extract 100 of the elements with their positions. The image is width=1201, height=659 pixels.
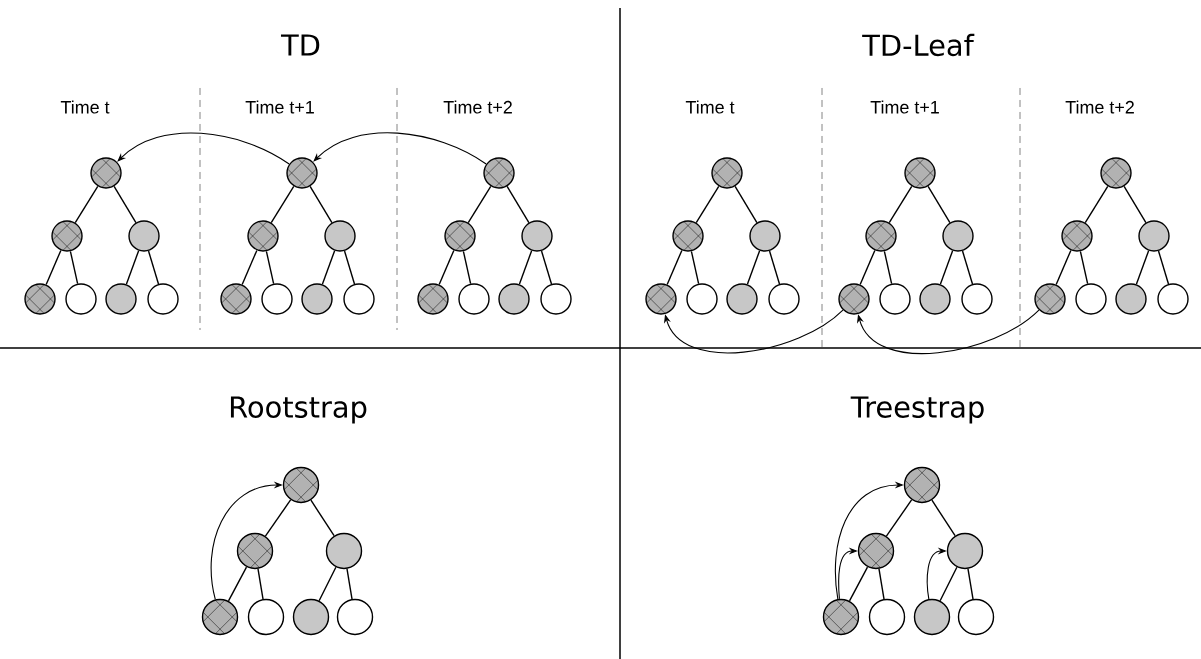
shaded-circle [521,220,553,252]
tree-edge [695,185,720,224]
shaded-circle [105,283,137,315]
hatched-circle [857,532,895,570]
hatched-circle [286,157,318,189]
shaded-circle [1138,220,1170,252]
empty-circle [261,283,293,315]
tree-edge [939,250,954,285]
tree-edge [848,566,869,602]
panel-title: TD [281,34,320,56]
tree-edge [967,568,974,600]
hatched-circle [201,598,239,636]
empty-circle [686,283,718,315]
arrow [663,309,844,354]
hatched-circle [51,220,83,252]
arrow [856,309,1040,355]
tree-edge [241,249,258,286]
tree-edge [734,185,758,224]
tree-edge [45,249,62,286]
empty-circle [343,283,375,315]
hatched-circle [1100,157,1132,189]
panel-title: Rootstrap [230,396,367,424]
tree-edge [318,566,337,602]
shaded-circle [913,598,951,636]
arrow [117,132,290,165]
hatched-circle [483,157,515,189]
tree-edge [310,499,335,537]
tree-edge [666,249,683,286]
shaded-circle [324,220,356,252]
tree-edge [1157,250,1170,285]
hatched-circle [1061,220,1093,252]
empty-circle [65,283,97,315]
shaded-circle [749,220,781,252]
empty-circle [540,283,572,315]
empty-circle [147,283,179,315]
hatched-circle [903,466,941,504]
hatched-circle [444,220,476,252]
shaded-circle [1115,283,1147,315]
hatched-circle [672,220,704,252]
tree-edge [888,185,913,224]
shaded-circle [726,283,758,315]
tree-edge [878,568,885,600]
tree-edge [506,185,530,224]
hatched-circle [220,283,252,315]
empty-circle [961,283,993,315]
tree-edge [746,250,761,285]
tree-edge [1135,250,1150,285]
tree-edge [264,499,292,537]
shaded-circle [946,532,984,570]
panel-title: Treestrap [850,396,984,424]
arrow [313,132,487,165]
hatched-circle [645,283,677,315]
tree-edge [265,250,275,285]
tree-edge [69,250,79,285]
tree-edge [1084,185,1109,224]
tree-edge [309,185,333,224]
tree-edge [343,250,356,285]
time-label: Time t+2 [1065,100,1134,114]
hatched-circle [247,220,279,252]
tree-edge [74,185,99,224]
time-label: Time t [685,100,735,114]
tree-edge [462,250,472,285]
tree-edge [125,250,140,285]
empty-circle [1157,283,1189,315]
hatched-circle [865,220,897,252]
tree-edge [859,249,876,286]
empty-circle [768,283,800,315]
hatched-circle [24,283,56,315]
tree-edge [883,250,893,285]
hatched-circle [417,283,449,315]
tree-edge [227,566,248,602]
empty-circle [336,598,374,636]
empty-circle [1075,283,1107,315]
hatched-circle [838,283,870,315]
shaded-circle [942,220,974,252]
shaded-circle [919,283,951,315]
tree-edge [1123,185,1147,224]
shaded-circle [301,283,333,315]
tree-edge [885,499,913,537]
tree-edge [540,250,553,285]
tree-edge [1079,250,1089,285]
hatched-circle [822,598,860,636]
time-label: Time t+1 [870,100,939,114]
shaded-circle [498,283,530,315]
hatched-circle [282,466,320,504]
tree-edge [927,185,951,224]
tree-edge [467,185,492,224]
tree-edge [961,250,974,285]
empty-circle [247,598,285,636]
time-label: Time t+2 [443,100,512,114]
empty-circle [879,283,911,315]
tree-edge [270,185,295,224]
empty-circle [868,598,906,636]
hatched-circle [90,157,122,189]
tree-edge [1055,249,1072,286]
shaded-circle [128,220,160,252]
time-label: Time t [60,100,110,114]
tree-edge [438,249,455,286]
tree-edge [346,568,353,600]
tree-edge [768,250,781,285]
